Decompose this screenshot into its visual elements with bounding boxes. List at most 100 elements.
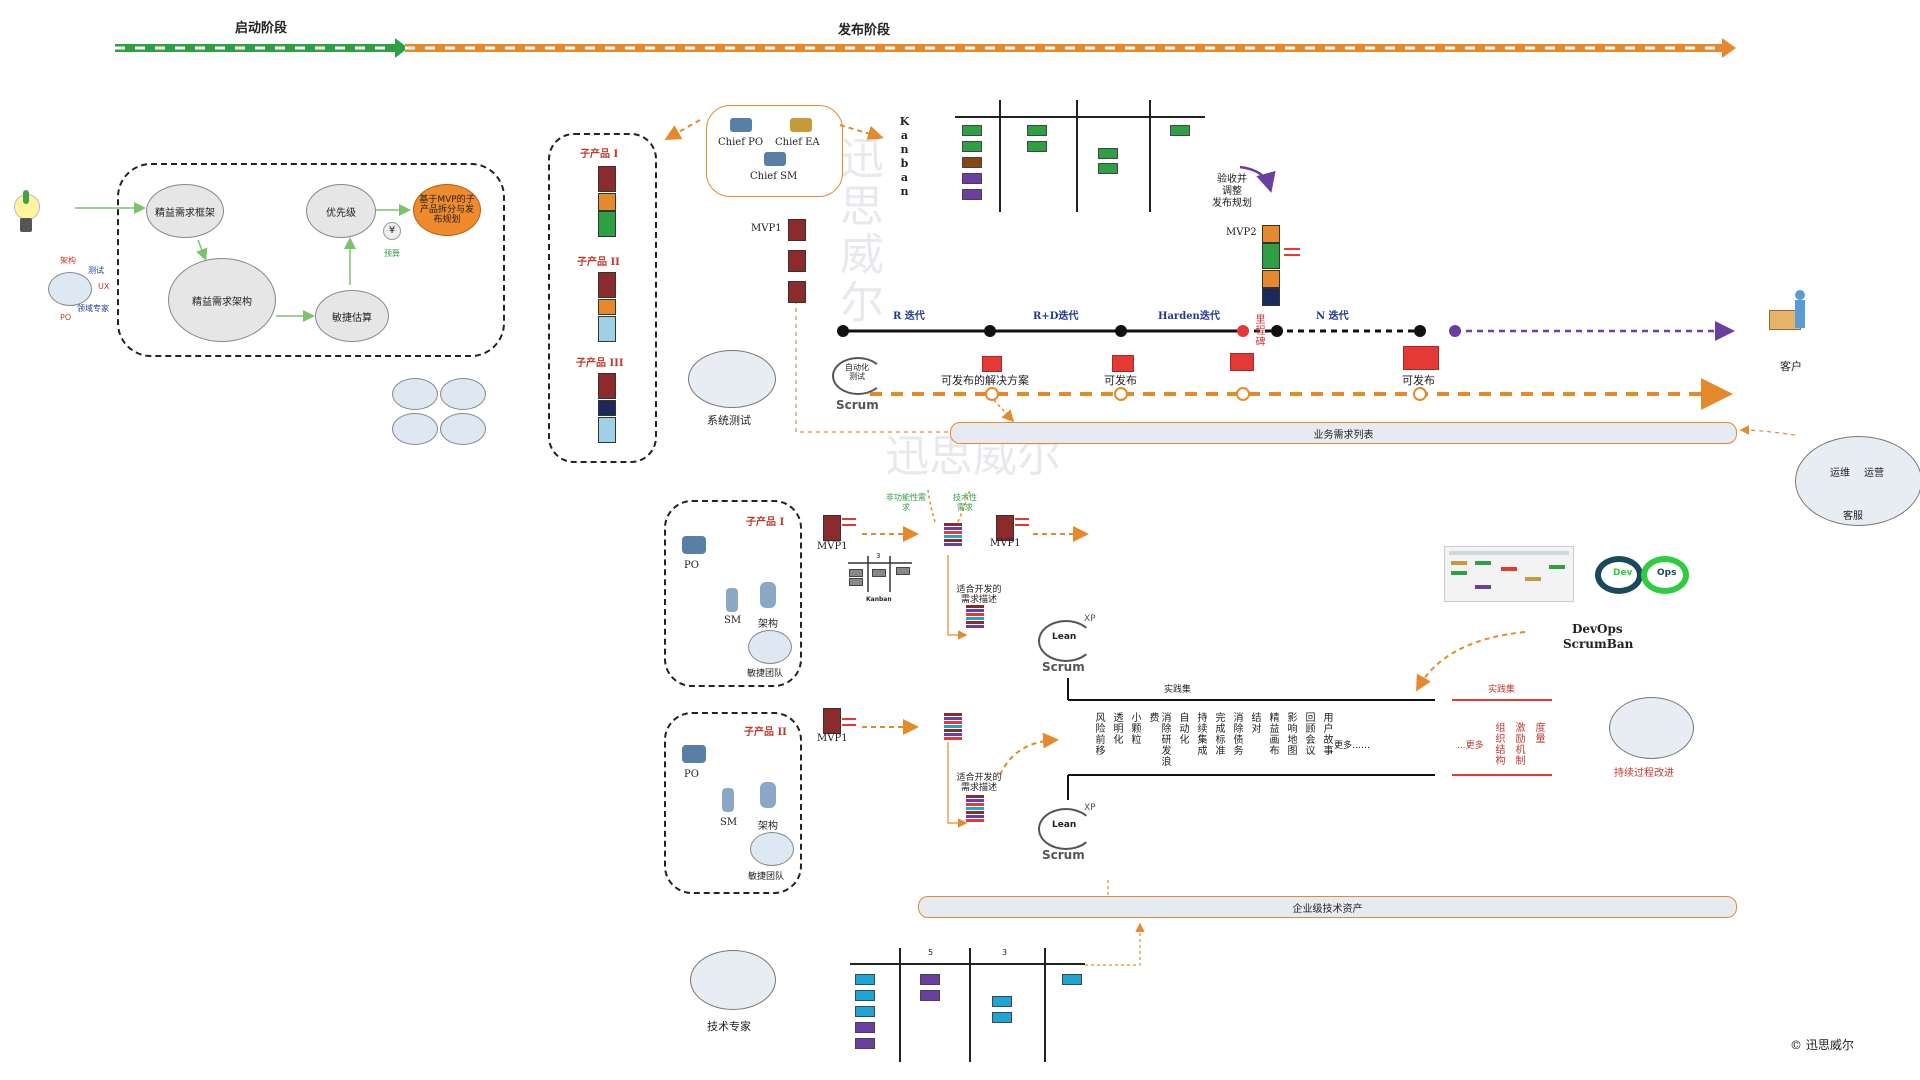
fit-desc-label-2: 适合开发的需求描述 — [956, 773, 1002, 793]
team1-arch: 架构 — [758, 619, 778, 630]
devops-title-2: ScrumBan — [1563, 637, 1634, 651]
small-kanban-card — [896, 567, 910, 575]
mvp-plan-node[interactable]: 基于MVP的子产品拆分与发布规划 — [413, 184, 481, 236]
scrumban-board-thumbnail — [1444, 546, 1574, 602]
lean-label-1: Lean — [1052, 632, 1077, 642]
team1-sm: SM — [724, 615, 742, 626]
chief-sm-label: Chief SM — [750, 171, 798, 182]
release-label-1: 可发布 — [1104, 374, 1137, 387]
team1-kanban-num: 3 — [876, 552, 881, 560]
team1-mvp1-out-block — [996, 515, 1014, 541]
p3-block-3 — [598, 417, 616, 443]
lean-scrum-cycle-icon — [1038, 808, 1094, 850]
budget-icon: ¥ — [383, 222, 401, 240]
enterprise-assets-bar[interactable]: 企业级技术资产 — [918, 896, 1737, 918]
mvp2-label: MVP2 — [1226, 227, 1257, 238]
team1-team-icon — [748, 630, 792, 664]
team2-fit-stack — [966, 795, 984, 823]
team2-po: PO — [684, 769, 699, 780]
subproduct-1-label: 子产品 I — [580, 149, 619, 160]
team1-mvp1-block — [823, 515, 841, 541]
kanban-card — [962, 125, 982, 136]
lean-architecture-node[interactable]: 精益需求架构 — [168, 258, 276, 342]
kanban-card — [962, 189, 982, 200]
mvp1-block-3 — [788, 281, 806, 303]
tech-kanban-card — [855, 990, 875, 1001]
feedback-line-2: 调整 — [1222, 186, 1242, 197]
practice-item: 小颗粒 — [1129, 712, 1140, 745]
tech-kanban-card — [920, 974, 940, 985]
tech-requirement-label: 技术性需求 — [953, 493, 977, 512]
chief-cloud — [706, 105, 843, 197]
watermark: 迅思威尔 — [832, 135, 883, 327]
priority-node[interactable]: 优先级 — [306, 184, 376, 238]
tech-kanban-num-a: 5 — [928, 948, 934, 957]
lean-framework-node[interactable]: 精益需求框架 — [146, 184, 224, 238]
practice-item: 消除债务 — [1231, 712, 1242, 756]
chief-ea-icon — [790, 118, 812, 132]
practice-item: 精益画布 — [1267, 712, 1278, 756]
tech-kanban-card — [1062, 974, 1082, 985]
chief-po-icon — [730, 118, 752, 132]
budget-label: 预算 — [384, 249, 400, 258]
tech-kanban-num-b: 3 — [1002, 948, 1008, 957]
tech-expert-label: 技术专家 — [707, 1020, 751, 1033]
continuous-improvement-label: 持续过程改进 — [1614, 768, 1674, 779]
devops-dev-label: Dev — [1613, 568, 1633, 578]
practice-item: 结对 — [1249, 712, 1260, 734]
team1-fit-stack — [966, 605, 984, 629]
startup-phase-label: 启动阶段 — [235, 21, 288, 36]
team1-mvp1-label: MVP1 — [817, 541, 848, 552]
practices-more-right: ...更多 — [1457, 741, 1484, 751]
mvp2-block-2 — [1262, 243, 1280, 269]
team2-sm: SM — [720, 817, 738, 828]
system-test-label: 系统测试 — [707, 414, 751, 427]
practice-item: 回顾会议 — [1303, 712, 1314, 756]
right-practice-list: 组织结构激励机制度量 — [1492, 722, 1544, 772]
team1-backlog-stack — [944, 523, 962, 547]
team-group-icon — [392, 378, 438, 410]
team2-mvp1-block — [823, 708, 841, 734]
subproducts-box — [548, 133, 657, 463]
practice-item: 消除研发浪费 — [1147, 712, 1170, 767]
tech-expert-group — [690, 950, 776, 1010]
p3-block-2 — [598, 400, 616, 416]
kanban-card — [1098, 163, 1118, 174]
team2-arch-icon — [760, 782, 776, 808]
auto-test-label: 自动化测试 — [845, 363, 869, 381]
practice-item: 自动化 — [1177, 712, 1188, 745]
startup-phase-arrow — [115, 38, 408, 58]
gift-icon — [1112, 355, 1134, 372]
agile-estimate-node[interactable]: 敏捷估算 — [315, 290, 389, 342]
practice-item: 用户故事 — [1321, 712, 1332, 756]
mvp1-block-1 — [788, 219, 806, 241]
team2-po-icon — [682, 745, 706, 763]
p2-block-3 — [598, 316, 616, 342]
scrum-label-1: Scrum — [1042, 660, 1085, 674]
team2-sm-icon — [722, 788, 734, 812]
mvp2-block-1 — [1262, 225, 1280, 243]
practice-item: 透明化 — [1111, 712, 1122, 745]
team1-po-icon — [682, 536, 706, 554]
team-group-icon — [440, 378, 486, 410]
requirements-process-box — [117, 163, 505, 357]
team2-title: 子产品 II — [744, 727, 787, 738]
role-po: PO — [60, 313, 72, 322]
team1-box — [664, 500, 802, 687]
business-backlog-bar[interactable]: 业务需求列表 — [950, 422, 1737, 444]
team2-backlog-stack — [944, 713, 962, 741]
feedback-line-3: 发布规划 — [1212, 198, 1252, 209]
kanban-card — [1027, 141, 1047, 152]
team1-kanban-label: Kanban — [866, 596, 892, 603]
gift-icon — [1403, 346, 1439, 370]
tech-kanban-card — [855, 1006, 875, 1017]
chief-sm-icon — [764, 152, 786, 166]
release-phase-label: 发布阶段 — [838, 23, 891, 38]
gift-icon — [1230, 353, 1254, 371]
role-domain-expert: 领域专家 — [77, 304, 109, 313]
subproduct-2-label: 子产品 II — [577, 257, 620, 268]
role-ux: UX — [98, 282, 110, 291]
role-test: 测试 — [88, 266, 104, 275]
system-test-group — [688, 350, 776, 408]
